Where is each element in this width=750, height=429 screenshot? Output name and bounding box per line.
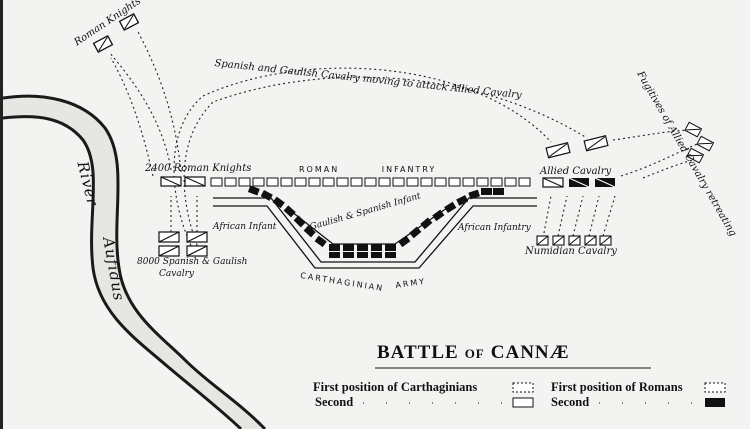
carthaginian-crescent xyxy=(247,185,504,258)
river-aufidus xyxy=(3,94,267,429)
title-place: CANNÆ xyxy=(490,342,570,363)
roman-knights-units xyxy=(160,176,206,187)
numidian-cavalry-units xyxy=(536,235,612,246)
label-numidian-cavalry: Numidian Cavalry xyxy=(525,246,617,257)
legend-symbols xyxy=(363,382,726,408)
label-african-infantry-left: African Infant xyxy=(213,222,277,232)
roman-knights-driven-off-units xyxy=(92,12,140,54)
spanish-gaulish-cavalry-units xyxy=(158,231,208,257)
title-of: OF xyxy=(464,346,485,361)
movement-lines xyxy=(108,29,704,251)
roman-infantry-row xyxy=(210,177,531,187)
allied-cavalry-units xyxy=(542,135,616,188)
label-cavalry: Cavalry xyxy=(159,269,194,279)
legend-second-romans: Second xyxy=(551,395,590,409)
map-drawing xyxy=(3,12,726,429)
label-roman-knights: 2400 Roman Knights xyxy=(145,163,252,174)
label-roman-infantry: ROMAN INFANTRY xyxy=(299,165,437,174)
title-battle: BATTLE xyxy=(377,342,459,363)
legend-first-carthaginians: First position of Carthaginians xyxy=(313,380,478,394)
label-allied-cavalry: Allied Cavalry xyxy=(540,166,612,177)
label-spanish-gaulish-cavalry-8000: 8000 Spanish & Gaulish xyxy=(137,257,248,267)
label-african-infantry-right: African Infantry xyxy=(458,223,531,233)
legend-first-romans: First position of Romans xyxy=(551,380,683,394)
map-title: BATTLE OF CANNÆ xyxy=(377,342,570,364)
fugitive-units xyxy=(684,121,715,164)
legend-second-carthaginians: Second xyxy=(315,395,354,409)
